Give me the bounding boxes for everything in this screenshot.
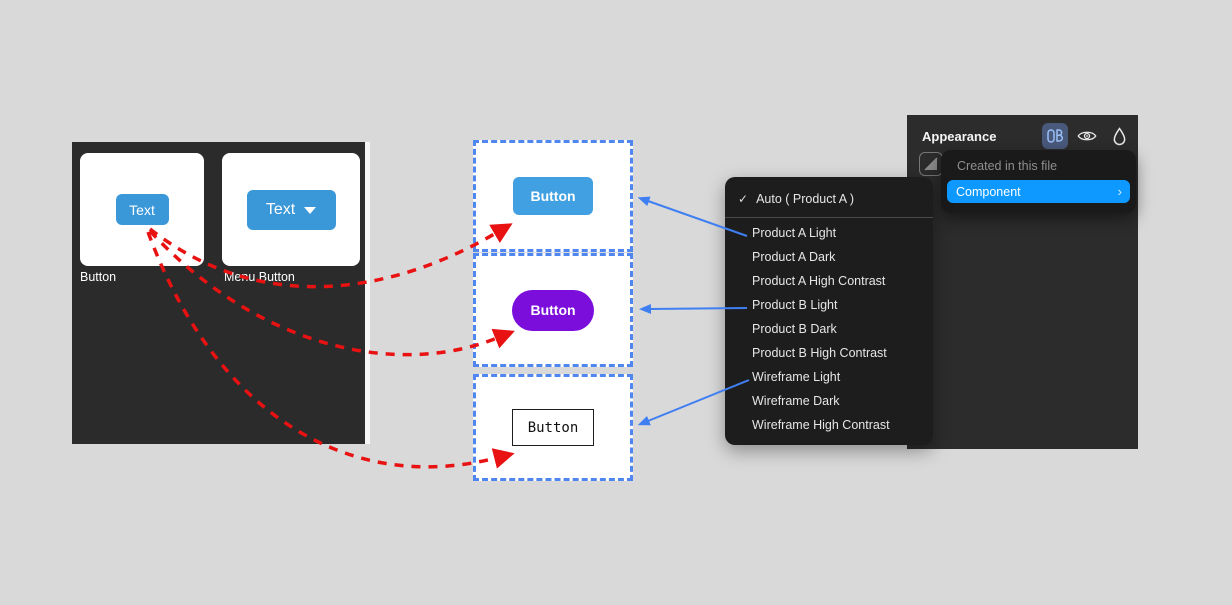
- preview-frame-product-b[interactable]: Button: [473, 253, 633, 367]
- chevron-right-icon: ›: [1117, 184, 1122, 199]
- components-panel: Text Text Button Menu Button: [72, 142, 370, 444]
- menu-item-auto-label: Auto ( Product A ): [756, 191, 855, 206]
- menu-item[interactable]: Wireframe Light: [752, 370, 841, 384]
- component-card-menu-button[interactable]: Text: [222, 153, 360, 266]
- menu-divider: [725, 217, 933, 218]
- product-a-button[interactable]: Button: [513, 177, 593, 215]
- menu-item[interactable]: Wireframe High Contrast: [752, 418, 890, 432]
- menu-item[interactable]: Product A High Contrast: [752, 274, 886, 288]
- component-card-button[interactable]: Text: [80, 153, 204, 266]
- menu-item[interactable]: Product B High Contrast: [752, 346, 887, 360]
- caret-down-icon: [304, 207, 317, 214]
- droplet-icon: [1113, 126, 1125, 145]
- variable-modes-icon: [1047, 129, 1063, 143]
- blend-button[interactable]: [1106, 123, 1132, 149]
- variables-popup: Created in this file Component ›: [941, 150, 1136, 213]
- checkmark-icon: ✓: [738, 191, 749, 206]
- variable-modes-button[interactable]: [1042, 123, 1068, 149]
- menu-item[interactable]: Product A Light: [752, 226, 837, 240]
- eye-icon: [1077, 131, 1097, 141]
- menu-item-list: Product A Light Product A Dark Product A…: [725, 221, 933, 437]
- component-caption-button: Button: [80, 270, 117, 284]
- product-b-button[interactable]: Button: [512, 289, 594, 331]
- appearance-title: Appearance: [922, 128, 997, 144]
- theme-context-menu: ✓ Auto ( Product A ) Product A Light Pro…: [725, 177, 933, 445]
- appearance-header: Appearance: [907, 115, 1138, 149]
- preview-frame-product-a[interactable]: Button: [473, 140, 633, 252]
- button-component-preview[interactable]: Text: [115, 194, 169, 225]
- preview-frame-wireframe[interactable]: Button: [473, 374, 633, 481]
- menu-item[interactable]: Wireframe Dark: [752, 394, 840, 408]
- menu-item[interactable]: Product B Dark: [752, 322, 837, 336]
- popup-item-component[interactable]: Component ›: [947, 180, 1130, 203]
- component-caption-menu-button: Menu Button: [224, 270, 295, 284]
- wireframe-button[interactable]: Button: [512, 409, 594, 446]
- popup-item-label: Component: [956, 184, 1021, 199]
- menu-item[interactable]: Product A Dark: [752, 250, 836, 264]
- menu-button-label: Text: [265, 200, 296, 218]
- menu-button-component-preview[interactable]: Text: [246, 189, 336, 230]
- appearance-panel: Appearance: [907, 115, 1138, 449]
- selection-colors-button[interactable]: [919, 152, 943, 176]
- popup-section-label: Created in this file: [957, 159, 1058, 173]
- visibility-button[interactable]: [1074, 123, 1100, 149]
- half-fill-icon: [924, 157, 938, 171]
- menu-item-auto[interactable]: ✓ Auto ( Product A ): [725, 184, 933, 213]
- menu-item[interactable]: Product B Light: [752, 298, 838, 312]
